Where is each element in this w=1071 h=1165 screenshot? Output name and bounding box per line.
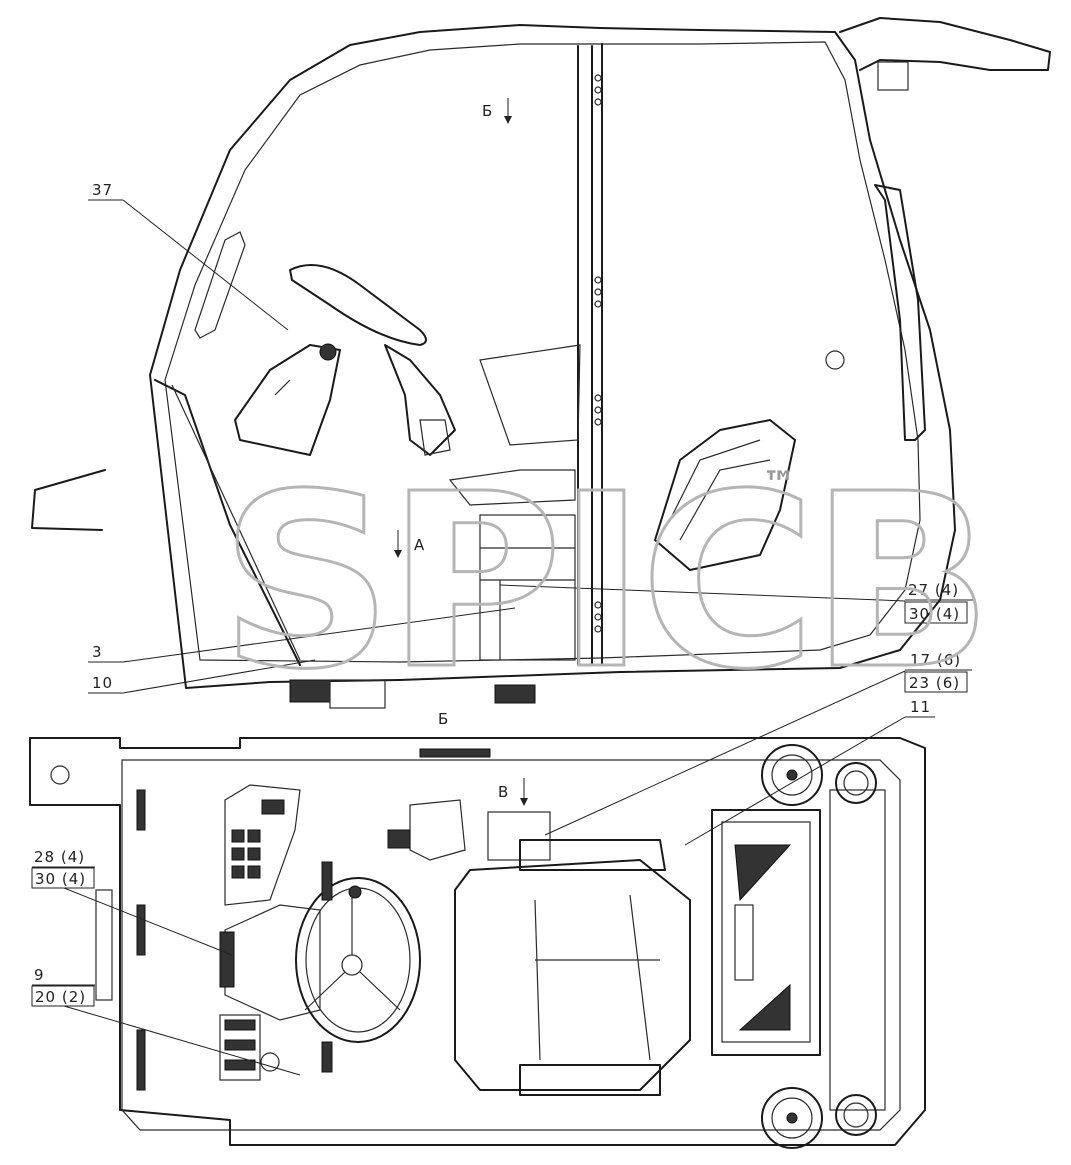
cab-inner-frame [164, 41, 921, 663]
left-step [95, 889, 113, 1001]
front-mirror [31, 469, 106, 531]
cab-outer-frame [149, 24, 956, 689]
floor-inner [121, 759, 901, 1131]
callouts: 37 27 (4) 30 (4) 3 10 17 (6) 23 (6) 11 2… [31, 181, 975, 1076]
joystick-top [409, 799, 466, 861]
steering-wheel-top [295, 877, 421, 1043]
rear-window [711, 809, 821, 1056]
joystick-boot [419, 419, 451, 456]
watermark-trademark: ™ [762, 464, 796, 504]
rear-handle [874, 184, 926, 441]
pillar-bolts [594, 74, 602, 633]
rear-window-mark-upper [734, 844, 792, 902]
mount-hole [50, 765, 70, 785]
top-vent [419, 748, 491, 758]
dashboard-panel [224, 784, 301, 906]
seat-top [519, 839, 666, 871]
watermark: SPICB ™ [219, 441, 995, 724]
joystick-buttons [387, 829, 411, 849]
callout-27: 27 (4) [908, 581, 959, 599]
callout-37: 37 [92, 181, 113, 199]
watermark-text: SPICB [220, 442, 987, 722]
callout-30b: 30 (4) [35, 870, 86, 888]
callout-11: 11 [910, 698, 931, 716]
steering-wheel [289, 264, 427, 346]
rear-window-mark-lower [738, 983, 791, 1031]
spring-lower [321, 1041, 333, 1073]
seat-cushion [454, 859, 691, 1091]
callout-9: 9 [34, 966, 45, 984]
steering-column [234, 344, 341, 456]
wheel-hubs [761, 744, 877, 1149]
callout-30a: 30 (4) [909, 605, 960, 623]
rear-hinge [825, 350, 845, 370]
steering-hub [319, 343, 337, 361]
callout-28: 28 (4) [34, 848, 85, 866]
floor-outer [29, 737, 926, 1146]
column-slot [274, 379, 291, 396]
lower-knob [260, 1052, 280, 1072]
callout-20: 20 (2) [35, 988, 86, 1006]
roof-lamp [877, 61, 909, 91]
top-view-title: Б [438, 710, 449, 728]
console-badge [219, 931, 235, 988]
left-vents [136, 789, 146, 1091]
callout-23: 23 (6) [909, 674, 960, 692]
floor-connector [494, 684, 536, 704]
wheel-knob [348, 885, 362, 899]
spring-upper [321, 861, 333, 901]
callout-3: 3 [92, 643, 103, 661]
right-panel [829, 789, 886, 1111]
callout-10: 10 [92, 674, 113, 692]
console-side [479, 344, 581, 446]
seat-back-side [654, 419, 796, 571]
floor-pedal-block [329, 679, 386, 709]
dashboard-switches [231, 799, 285, 879]
windshield-edge [171, 384, 301, 661]
seat-side [448, 469, 576, 506]
top-view: Б [29, 710, 926, 1149]
seat-front-edge [519, 1064, 661, 1096]
callout-17: 17 (6) [910, 651, 961, 669]
front-handle [194, 231, 246, 339]
roof-bracket [839, 17, 1051, 71]
marker-a-side: А [414, 536, 425, 554]
side-view: Б А [31, 17, 1051, 709]
marker-b-side: Б [482, 102, 493, 120]
joystick [384, 344, 456, 456]
marker-v-top: В [498, 783, 509, 801]
lower-switch-panel [219, 1014, 261, 1081]
